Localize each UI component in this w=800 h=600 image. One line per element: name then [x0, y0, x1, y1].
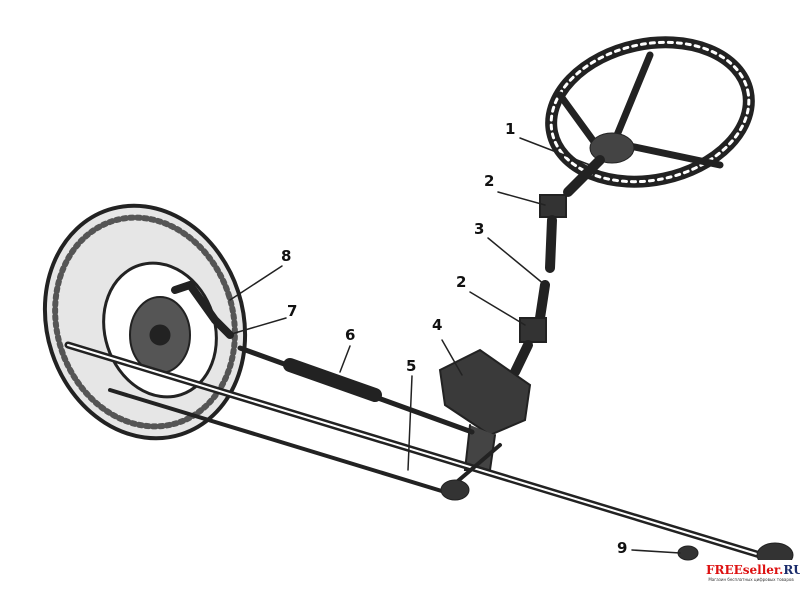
label-1: 1 [505, 120, 516, 138]
watermark: FREEseller.RU Магазин бесплатных цифровы… [706, 560, 800, 590]
label-4: 4 [432, 316, 443, 334]
label-2-lower: 2 [456, 273, 467, 291]
label-5: 5 [406, 357, 417, 375]
steering-column [510, 155, 605, 377]
label-9: 9 [617, 539, 628, 557]
road-wheel [42, 203, 248, 441]
label-7: 7 [287, 302, 298, 320]
label-2-upper: 2 [484, 172, 495, 190]
label-3: 3 [474, 220, 485, 238]
steering-wheel [545, 36, 755, 188]
adjusting-sleeve [283, 358, 382, 402]
watermark-tld: RU [783, 563, 800, 577]
label-6: 6 [345, 326, 356, 344]
watermark-brand: FREEseller. [706, 563, 784, 577]
leader-lines [227, 137, 681, 554]
watermark-tagline: Магазин бесплатных цифровых товаров [708, 577, 794, 582]
label-8: 8 [281, 247, 292, 265]
